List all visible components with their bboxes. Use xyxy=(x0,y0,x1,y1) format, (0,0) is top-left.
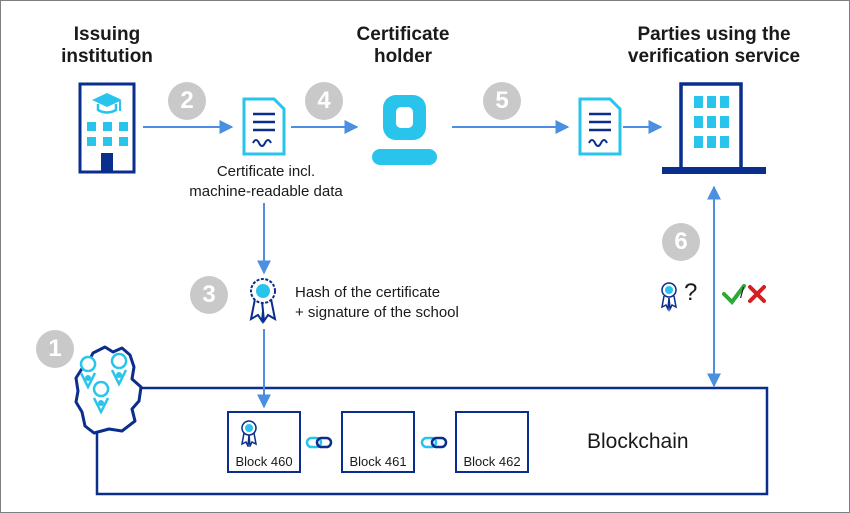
certificate-label: Certificate incl. machine-readable data xyxy=(189,163,343,200)
award-rosette-icon xyxy=(660,282,678,312)
heading-certificate-holder: Certificate holder xyxy=(356,24,450,67)
cross-icon xyxy=(748,285,766,303)
certificate-document-icon xyxy=(242,97,286,156)
step-2-marker: 2 xyxy=(168,82,206,120)
award-rosette-icon xyxy=(249,278,277,324)
block-462: Block 462 xyxy=(455,411,529,473)
blockchain-title: Blockchain xyxy=(587,430,689,453)
block-label: Block 461 xyxy=(349,454,407,469)
step-1-marker: 1 xyxy=(36,330,74,368)
hash-label: Hash of the certificate + signature of t… xyxy=(295,284,459,321)
school-building-icon xyxy=(78,82,136,174)
step-6-marker: 6 xyxy=(662,223,700,261)
award-rosette-icon xyxy=(240,420,258,447)
check-cross-separator: / xyxy=(740,285,745,302)
germany-map-pins-icon xyxy=(74,345,143,435)
block-label: Block 460 xyxy=(235,454,293,469)
office-building-icon xyxy=(662,82,766,174)
chain-link-icon xyxy=(305,436,333,449)
heading-issuing-institution: Issuing institution xyxy=(61,24,153,67)
heading-verification-parties: Parties using the verification service xyxy=(627,24,801,67)
block-460: Block 460 xyxy=(227,411,301,473)
block-461: Block 461 xyxy=(341,411,415,473)
person-icon xyxy=(372,95,437,165)
chain-link-icon xyxy=(420,436,448,449)
check-icon xyxy=(722,284,746,306)
block-label: Block 462 xyxy=(463,454,521,469)
step-5-marker: 5 xyxy=(483,82,521,120)
step-4-marker: 4 xyxy=(305,82,343,120)
step-3-marker: 3 xyxy=(190,276,228,314)
blockchain-enclosure xyxy=(95,386,769,496)
question-mark: ? xyxy=(684,279,698,306)
certificate-document-icon xyxy=(578,97,622,156)
